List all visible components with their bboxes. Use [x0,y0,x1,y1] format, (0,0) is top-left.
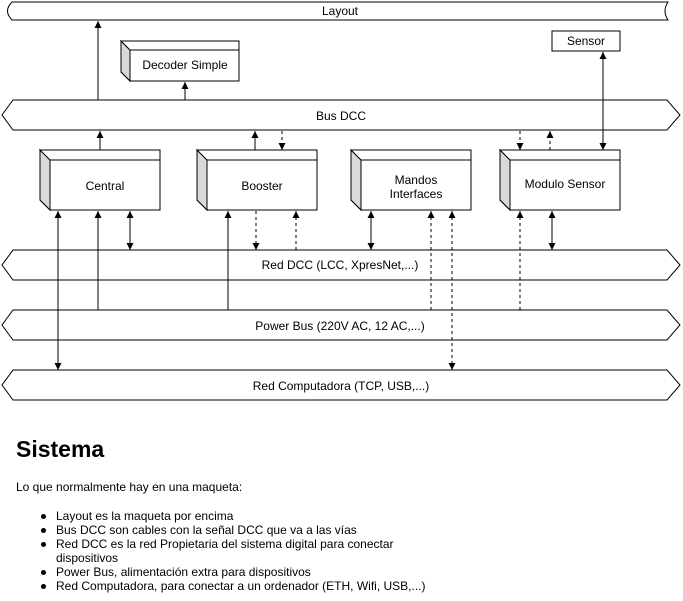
bus-dcc: Bus DCC [1,99,681,131]
red-computadora-label: Red Computadora (TCP, USB,...) [253,379,430,393]
mandos-label: Mandos [395,173,438,187]
description-section: Sistema Lo que normalmente hay en una ma… [16,434,656,593]
modulo-sensor-box: Modulo Sensor [498,148,621,212]
interfaces-label: Interfaces [390,187,443,201]
layout-bus-label: Layout [322,4,359,18]
central-label: Central [86,179,125,193]
booster-label: Booster [241,179,282,193]
list-item: Layout es la maqueta por encima [41,509,416,523]
list-item: Power Bus, alimentación extra para dispo… [41,565,416,579]
sensor-box: Sensor [551,30,621,52]
decoder-simple-label: Decoder Simple [142,58,228,72]
intro-text: Lo que normalmente hay en una maqueta: [16,480,243,494]
central-box: Central [38,148,161,212]
red-computadora-bus: Red Computadora (TCP, USB,...) [1,369,681,401]
system-diagram: Layout Bus DCC Red DCC (LCC, XpresNet,..… [1,1,681,401]
layout-bus: Layout [7,1,669,21]
red-dcc-label: Red DCC (LCC, XpresNet,...) [262,258,419,272]
bullet-list: Layout es la maqueta por encima Bus DCC … [16,509,656,593]
bus-dcc-label: Bus DCC [316,109,366,123]
list-item: Red DCC es la red Propietaria del sistem… [41,537,416,565]
power-bus-label: Power Bus (220V AC, 12 AC,...) [255,319,424,333]
list-item: Bus DCC son cables con la señal DCC que … [41,523,416,537]
section-title: Sistema [16,436,105,462]
red-dcc-bus: Red DCC (LCC, XpresNet,...) [1,249,681,281]
mandos-interfaces-box: Mandos Interfaces [349,148,472,212]
booster-box: Booster [195,148,318,212]
modulo-sensor-label: Modulo Sensor [525,177,606,191]
power-bus: Power Bus (220V AC, 12 AC,...) [1,309,681,341]
connectors [54,21,607,370]
decoder-simple-box: Decoder Simple [119,39,240,83]
sensor-label: Sensor [567,34,605,48]
list-item: Red Computadora, para conectar a un orde… [41,579,476,593]
